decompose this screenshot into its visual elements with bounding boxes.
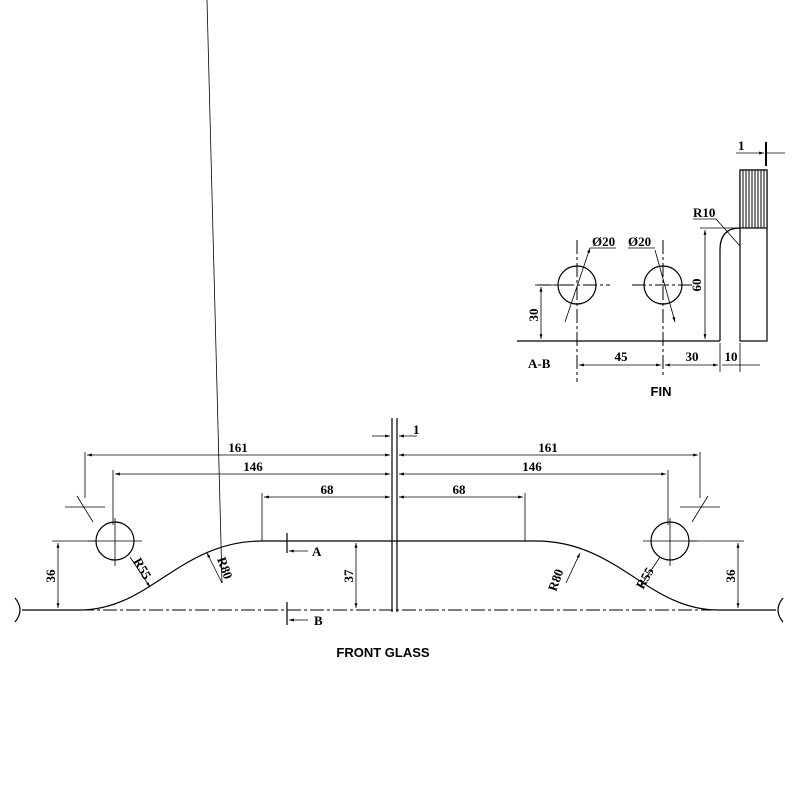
leader [654, 249, 676, 323]
dim-146-left-label: 146 [243, 459, 263, 474]
dim-36-left-label: 36 [43, 569, 58, 583]
extension-lines [84, 452, 263, 541]
r55-leader [639, 556, 661, 588]
r55-left-label: R55 [130, 555, 154, 582]
dim-45-label: 45 [615, 349, 629, 364]
glass-profile-right [535, 540, 776, 611]
hole-centerlines [88, 518, 697, 566]
extension-lines [524, 452, 701, 541]
hatch [739, 169, 768, 229]
break-symbol-right [777, 597, 784, 623]
front-glass-view: 1 161 146 68 36 R55 R80 161 146 68 36 [14, 0, 784, 660]
gap-label: 1 [413, 422, 420, 437]
section-a-label: A [312, 544, 322, 559]
fin-view: Ø20 Ø20 30 60 R10 1 45 30 10 A [517, 138, 785, 399]
dim-10-label: 10 [725, 349, 738, 364]
front-glass-title: FRONT GLASS [336, 645, 429, 660]
dim-68-right-label: 68 [453, 482, 467, 497]
section-b-label: B [314, 613, 323, 628]
cross-markers [65, 495, 720, 523]
section-label: A-B [528, 356, 551, 371]
radius-label: R10 [693, 205, 715, 220]
r80-left-label: R80 [214, 555, 236, 581]
r80-right-label: R80 [545, 567, 567, 593]
leader [715, 218, 741, 247]
r80-leader [206, 0, 223, 584]
fin-bent-plate [719, 227, 741, 341]
r55-leader [129, 556, 151, 588]
fin-title: FIN [651, 384, 672, 399]
height-60-label: 60 [689, 279, 704, 292]
r80-leader [206, 552, 223, 584]
dim-161-right-label: 161 [538, 440, 558, 455]
dim-36-right-label: 36 [723, 569, 738, 583]
dim-37-label: 37 [341, 569, 356, 583]
r55-right-label: R55 [633, 564, 657, 591]
glass-profile-left [22, 540, 263, 611]
r80-leader [565, 552, 581, 584]
dim-68-left-label: 68 [321, 482, 335, 497]
thickness-label: 1 [738, 138, 745, 153]
dim-30-label: 30 [686, 349, 699, 364]
hole2-diameter-label: Ø20 [628, 234, 651, 249]
hole1-diameter-label: Ø20 [592, 234, 615, 249]
break-symbol-left [14, 597, 21, 623]
dim-161-left-label: 161 [228, 440, 248, 455]
leader [564, 247, 591, 323]
height-30-label: 30 [526, 309, 541, 322]
dim-146-right-label: 146 [522, 459, 542, 474]
